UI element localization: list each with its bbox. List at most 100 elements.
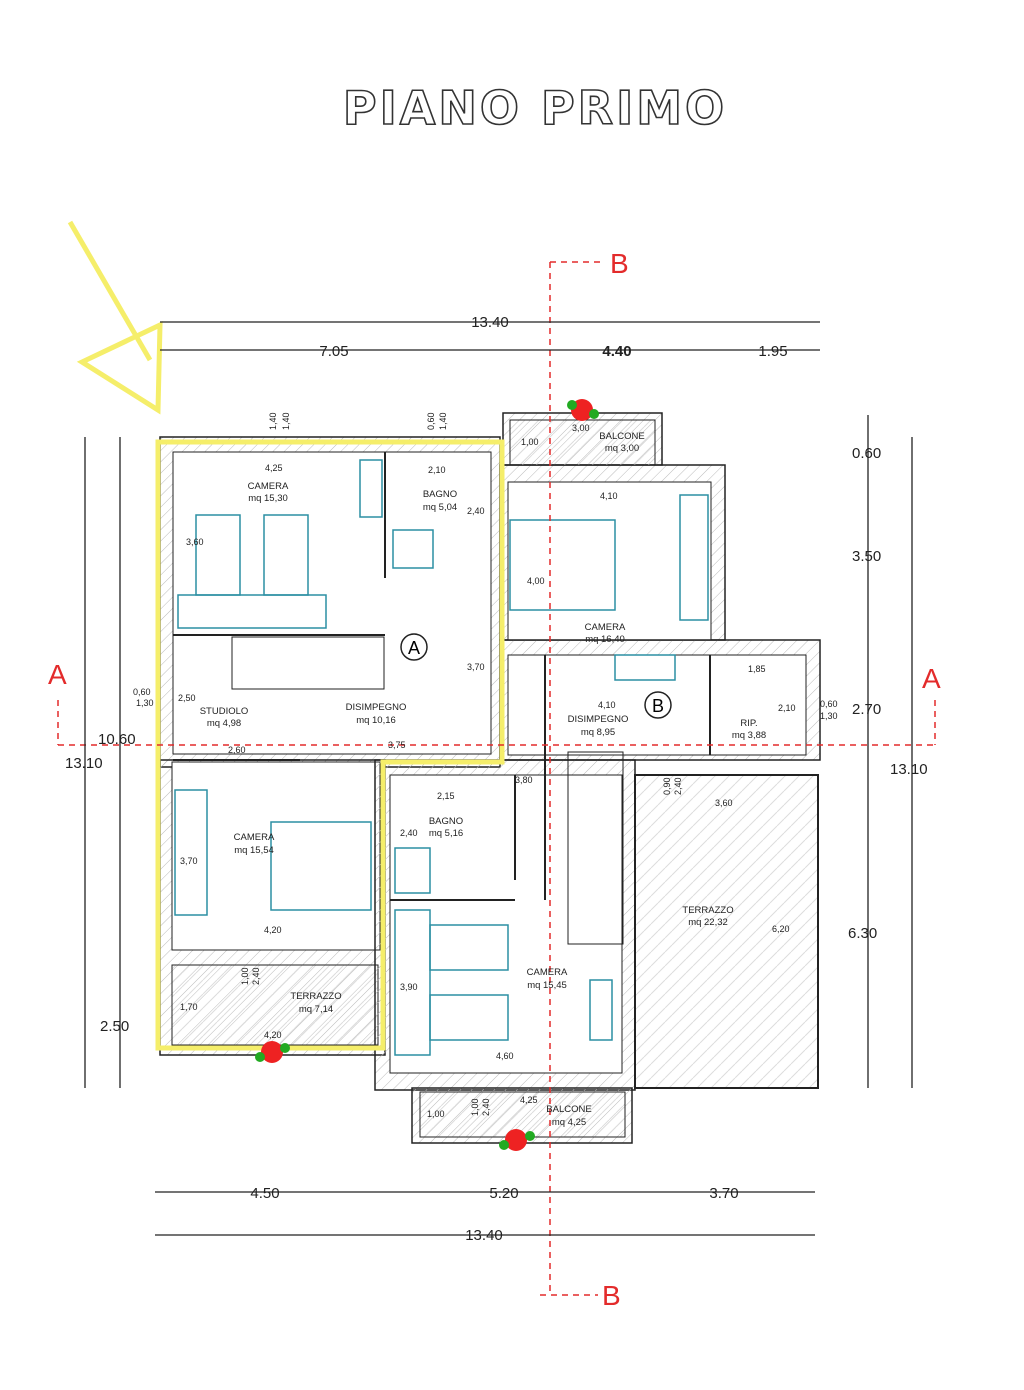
room-bagno-2: BAGNO mq 5,16 2,15 2,40 [400, 791, 463, 839]
dim-top-1: 7.05 [319, 343, 348, 360]
room-ripostiglio: RIP. mq 3,88 1,85 2,10 [732, 664, 796, 741]
highlight-arrow [67, 220, 163, 415]
svg-text:mq 16,40: mq 16,40 [585, 634, 625, 645]
svg-text:BAGNO: BAGNO [429, 816, 463, 827]
svg-text:mq 15,54: mq 15,54 [234, 845, 274, 856]
svg-text:4,10: 4,10 [600, 491, 618, 501]
room-terrazzo-2: TERRAZZO mq 22,32 3,60 6,20 [682, 798, 789, 934]
dim-top-3: 1.95 [758, 343, 787, 360]
dim-top-2: 4.40 [602, 343, 631, 360]
svg-text:mq 5,04: mq 5,04 [423, 502, 457, 513]
room-bagno-1: BAGNO mq 5,04 2,10 2,40 [423, 465, 485, 516]
highlighted-unit-outline [155, 439, 505, 1051]
room-studiolo: STUDIOLO mq 4,98 2,60 2,50 [178, 693, 248, 755]
svg-text:2,10: 2,10 [428, 465, 446, 475]
dim-left-1: 10.60 [98, 731, 136, 748]
section-a-label-left: A [48, 659, 67, 690]
room-camera-1: CAMERA mq 15,30 4,25 3,60 [186, 463, 289, 547]
section-b-label-bottom: B [602, 1280, 621, 1311]
svg-text:1,00: 1,00 [240, 967, 250, 985]
svg-text:BALCONE: BALCONE [599, 431, 644, 442]
svg-text:6,20: 6,20 [772, 924, 790, 934]
svg-text:3,00: 3,00 [572, 423, 590, 433]
section-b-label-top: B [610, 248, 629, 279]
room-camera-3: CAMERA mq 16,40 4,10 4,00 [527, 491, 626, 645]
svg-text:TERRAZZO: TERRAZZO [290, 991, 341, 1002]
svg-text:4,25: 4,25 [265, 463, 283, 473]
svg-text:0,90: 0,90 [662, 777, 672, 795]
svg-text:4,20: 4,20 [264, 1030, 282, 1040]
dim-right-5: 6.30 [848, 925, 877, 942]
dim-left-3: 2.50 [100, 1018, 129, 1035]
svg-text:1,00: 1,00 [521, 437, 539, 447]
svg-text:2,10: 2,10 [778, 703, 796, 713]
marker-b: B [652, 696, 664, 716]
svg-text:CAMERA: CAMERA [527, 967, 568, 978]
svg-text:mq 4,98: mq 4,98 [207, 718, 241, 729]
svg-text:DISIMPEGNO: DISIMPEGNO [346, 702, 407, 713]
svg-text:CAMERA: CAMERA [585, 622, 626, 633]
svg-text:mq 8,95: mq 8,95 [581, 727, 615, 738]
plant-icon [255, 1041, 290, 1063]
svg-text:1,00: 1,00 [427, 1109, 445, 1119]
plant-icon [499, 1129, 535, 1151]
svg-text:BAGNO: BAGNO [423, 489, 457, 500]
svg-text:1,30: 1,30 [136, 698, 154, 708]
svg-text:3,70: 3,70 [467, 662, 485, 672]
svg-text:4,20: 4,20 [264, 925, 282, 935]
svg-text:CAMERA: CAMERA [248, 481, 289, 492]
svg-text:mq 3,00: mq 3,00 [605, 443, 639, 454]
dim-left-2: 13.10 [65, 755, 103, 772]
dim-bottom-2: 5.20 [489, 1185, 518, 1202]
svg-text:2,40: 2,40 [251, 967, 261, 985]
svg-text:4,60: 4,60 [496, 1051, 514, 1061]
room-balcone-1: BALCONE mq 3,00 3,00 1,00 [521, 423, 645, 454]
dim-top-total: 13.40 [471, 314, 509, 331]
svg-text:mq 10,16: mq 10,16 [356, 715, 396, 726]
svg-text:mq 15,45: mq 15,45 [527, 980, 567, 991]
svg-text:1,00: 1,00 [470, 1098, 480, 1116]
svg-text:DISIMPEGNO: DISIMPEGNO [568, 714, 629, 725]
dim-bottom-total: 13.40 [465, 1227, 503, 1244]
svg-text:mq 3,88: mq 3,88 [732, 730, 766, 741]
section-lines [57, 261, 936, 1296]
svg-text:1,40: 1,40 [438, 412, 448, 430]
svg-text:mq 4,25: mq 4,25 [552, 1117, 586, 1128]
svg-text:1,30: 1,30 [820, 711, 838, 721]
svg-text:4,25: 4,25 [520, 1095, 538, 1105]
svg-text:0,60: 0,60 [426, 412, 436, 430]
svg-text:0,60: 0,60 [820, 699, 838, 709]
svg-text:3,80: 3,80 [515, 775, 533, 785]
room-camera-2: CAMERA mq 15,54 4,20 3,70 [180, 832, 282, 935]
svg-text:2,15: 2,15 [437, 791, 455, 801]
svg-text:3,75: 3,75 [388, 740, 406, 750]
svg-text:2,40: 2,40 [673, 777, 683, 795]
room-camera-4: CAMERA mq 15,45 4,60 3,90 [400, 967, 568, 1061]
walls [159, 412, 821, 1144]
svg-text:RIP.: RIP. [740, 718, 757, 729]
room-terrazzo-1: TERRAZZO mq 7,14 4,20 1,70 [180, 991, 342, 1040]
svg-text:3,60: 3,60 [715, 798, 733, 808]
svg-text:2,50: 2,50 [178, 693, 196, 703]
svg-text:4,10: 4,10 [598, 700, 616, 710]
room-disimpegno-a: A DISIMPEGNO mq 10,16 3,75 3,70 [346, 633, 485, 750]
svg-text:4,00: 4,00 [527, 576, 545, 586]
svg-text:mq 5,16: mq 5,16 [429, 828, 463, 839]
dim-bottom-3: 3.70 [709, 1185, 738, 1202]
svg-text:0,60: 0,60 [133, 687, 151, 697]
svg-text:1,40: 1,40 [268, 412, 278, 430]
dim-right-4: 13.10 [890, 761, 928, 778]
dim-right-1: 0.60 [852, 445, 881, 462]
svg-text:3,90: 3,90 [400, 982, 418, 992]
svg-text:1,85: 1,85 [748, 664, 766, 674]
dim-right-3: 2.70 [852, 701, 881, 718]
marker-a: A [408, 638, 420, 658]
svg-text:3,60: 3,60 [186, 537, 204, 547]
svg-text:2,40: 2,40 [400, 828, 418, 838]
svg-text:TERRAZZO: TERRAZZO [682, 905, 733, 916]
window-dimensions: 1,40 1,40 0,60 1,40 0,60 1,30 0,60 1,30 … [133, 412, 838, 1116]
svg-text:STUDIOLO: STUDIOLO [200, 706, 249, 717]
section-a-label-right: A [922, 663, 941, 694]
svg-text:1,40: 1,40 [281, 412, 291, 430]
svg-text:3,70: 3,70 [180, 856, 198, 866]
